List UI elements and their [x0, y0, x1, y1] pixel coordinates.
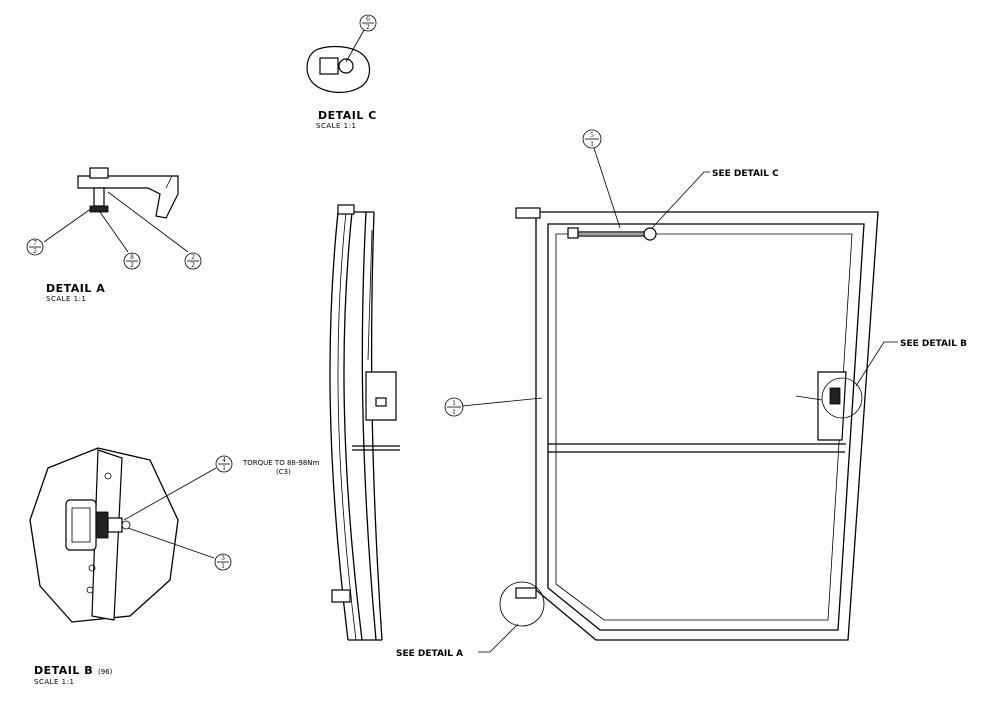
torque-note-line1: TORQUE TO 88-98Nm	[242, 459, 320, 467]
detail-b-scale: SCALE 1:1	[34, 678, 74, 686]
balloon-a-7: 7 2	[26, 238, 44, 256]
leader-see-detail-b	[855, 341, 898, 387]
detail-b-bolt	[107, 517, 123, 533]
detail-a-nut	[89, 205, 109, 213]
balloon-c-6-top: 6	[366, 15, 370, 23]
detail-c-fitting	[319, 57, 339, 75]
torque-note-line2: (C3)	[276, 468, 291, 476]
detail-a-bolt-shank	[93, 187, 105, 207]
detail-a-leader-2	[107, 191, 189, 253]
detail-c-leader	[345, 29, 365, 63]
detail-c-scale: SCALE 1:1	[316, 122, 356, 130]
door-top-hinge	[515, 207, 541, 219]
balloon-b-3-bottom: 1	[221, 562, 225, 570]
balloon-b-4-top: 4	[222, 456, 226, 464]
detail-a-scale: SCALE 1:1	[46, 295, 86, 303]
door-outer-frame	[535, 211, 879, 641]
balloon-main-1-top: 1	[452, 399, 456, 407]
detail-a-leader-8	[99, 211, 129, 253]
side-view-outer-edge	[329, 211, 349, 641]
balloon-b-4: 4 1	[215, 455, 233, 473]
door-bottom-hinge	[515, 587, 537, 599]
detail-a: 7 2 8 2 2 2 DETAIL A SCALE 1:1	[26, 167, 202, 303]
detail-a-leader-7	[43, 207, 93, 243]
detail-a-title: DETAIL A	[46, 282, 105, 295]
door-handle	[795, 395, 823, 401]
balloon-main-5-bottom: 1	[590, 140, 594, 148]
balloon-b-3-top: 3	[221, 554, 225, 562]
leader-part-5	[593, 147, 621, 229]
detail-c-title: DETAIL C	[318, 109, 377, 122]
balloon-c-6: 6 2	[359, 14, 377, 32]
detail-b-leader-3	[127, 527, 215, 559]
balloon-a-7-bottom: 2	[33, 247, 37, 255]
balloon-c-6-bottom: 2	[366, 23, 370, 31]
balloon-a-2-bottom: 2	[191, 261, 195, 269]
callout-see-detail-a: SEE DETAIL A	[396, 649, 463, 659]
balloon-main-1-bottom: 1	[452, 408, 456, 416]
balloon-a-2: 2 2	[184, 252, 202, 270]
detail-b-boundary	[29, 447, 179, 623]
balloon-a-8: 8 2	[123, 252, 141, 270]
detail-b-indicator	[821, 377, 863, 419]
detail-c-ball	[338, 58, 354, 74]
detail-b-leader-4	[123, 467, 217, 521]
balloon-a-8-bottom: 2	[130, 261, 134, 269]
balloon-a-2-top: 2	[191, 253, 195, 261]
leader-see-detail-c	[651, 171, 710, 229]
side-view-top-hinge	[337, 204, 355, 215]
leader-part-1	[461, 397, 543, 407]
door-latch-plate	[817, 371, 847, 441]
detail-b-title: DETAIL B	[34, 664, 93, 677]
detail-b-washer	[121, 520, 131, 530]
leader-see-detail-a	[478, 623, 519, 653]
callout-see-detail-b: SEE DETAIL B	[900, 339, 967, 349]
side-view-bottom-hinge	[331, 589, 351, 603]
detail-a-indicator	[499, 581, 545, 627]
door-side-view	[329, 204, 400, 641]
detail-c: 6 2 DETAIL C SCALE 1:1	[306, 14, 377, 130]
detail-b-qty: (96)	[98, 668, 113, 676]
balloon-main-1: 1 1	[444, 397, 464, 417]
detail-b: 4 1 TORQUE TO 88-98Nm (C3) 3 1 DETAIL B …	[29, 447, 320, 686]
door-front-view: 1 1 5 1 SEE DETAIL C SEE DETAIL B SEE DE…	[396, 129, 967, 659]
balloon-main-5: 5 1	[582, 129, 602, 149]
balloon-a-7-top: 7	[33, 239, 37, 247]
detail-b-striker	[95, 511, 109, 539]
callout-see-detail-c: SEE DETAIL C	[712, 169, 779, 179]
detail-b-latch-body	[65, 499, 97, 551]
balloon-main-5-top: 5	[590, 131, 594, 139]
balloon-b-3: 3 1	[214, 553, 232, 571]
side-view-gas-strut	[367, 229, 373, 361]
detail-a-bolt-head	[89, 167, 109, 179]
balloon-b-4-bottom: 1	[222, 464, 226, 472]
balloon-a-8-top: 8	[130, 253, 134, 261]
door-glass-edge	[555, 233, 853, 621]
side-view-latch-plate	[365, 371, 397, 421]
